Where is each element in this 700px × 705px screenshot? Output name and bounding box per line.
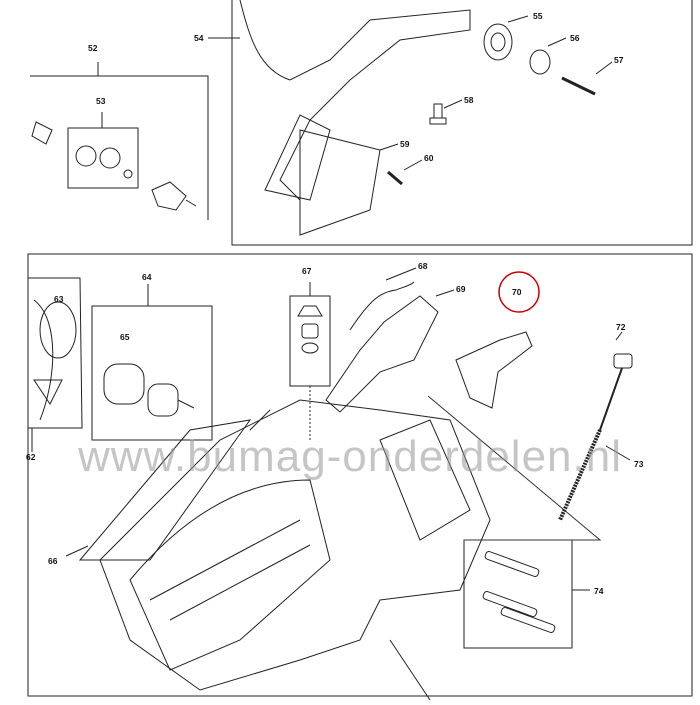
- callout-62: 62: [26, 452, 36, 462]
- callout-70: 70: [512, 287, 522, 297]
- callout-74: 74: [594, 586, 604, 596]
- callout-72: 72: [616, 322, 626, 332]
- callout-64: 64: [142, 272, 152, 282]
- callout-69: 69: [456, 284, 466, 294]
- rear-housing: [99, 399, 491, 691]
- lever-69: [325, 295, 439, 413]
- screw-57: [561, 76, 596, 96]
- part-63-region: [28, 277, 83, 429]
- callout-54: 54: [194, 33, 204, 43]
- damper-55: [483, 23, 513, 61]
- callout-68: 68: [418, 261, 428, 271]
- top-right-box: [231, 0, 693, 246]
- callout-56: 56: [570, 33, 580, 43]
- callout-63: 63: [54, 294, 64, 304]
- callout-60: 60: [424, 153, 434, 163]
- main-box: [27, 253, 693, 697]
- highlight-circle-70: [498, 271, 540, 313]
- part-52-bracket: [30, 75, 209, 220]
- callout-57: 57: [614, 55, 624, 65]
- callout-67: 67: [302, 266, 312, 276]
- callout-55: 55: [533, 11, 543, 21]
- callout-65: 65: [120, 332, 130, 342]
- part-53-box: [67, 127, 139, 189]
- callout-59: 59: [400, 139, 410, 149]
- callout-52: 52: [88, 43, 98, 53]
- callout-66: 66: [48, 556, 58, 566]
- watermark-text: www.bumag-onderdelen.nl: [78, 432, 622, 481]
- callout-53: 53: [96, 96, 106, 106]
- part-67-box: [289, 295, 331, 387]
- callout-73: 73: [634, 459, 644, 469]
- part-70: [455, 331, 533, 409]
- chain-guide-66: [78, 419, 252, 561]
- callout-58: 58: [464, 95, 474, 105]
- washer-56: [529, 49, 551, 75]
- handle-plate: [299, 129, 381, 236]
- part-64-box: [91, 305, 213, 441]
- handle-54: [239, 0, 471, 201]
- part-74-box: [463, 539, 573, 649]
